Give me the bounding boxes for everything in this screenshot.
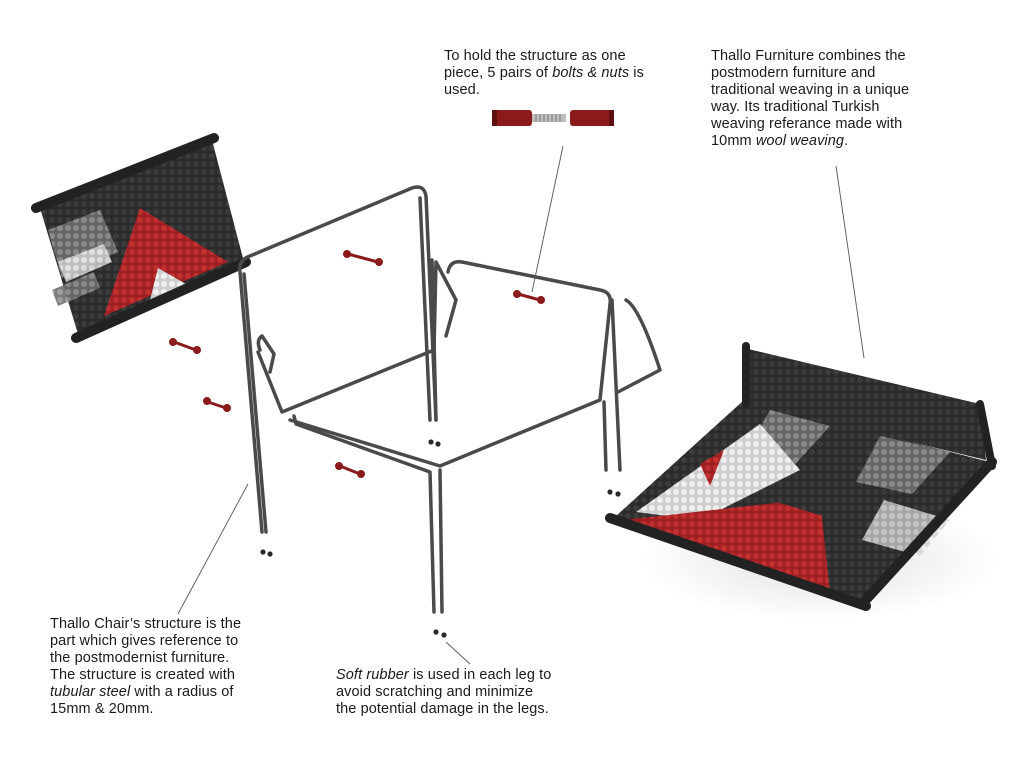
callout-text: with a radius of [130,684,234,700]
bolt-icon [343,250,383,266]
seat-frame-tubing [256,258,662,614]
callout-text: The structure is created with [50,667,236,683]
callout-text: To hold the structure as one [444,48,626,64]
backrest-weave-panel [31,133,251,343]
callout-text: way. Its traditional Turkish [711,99,880,115]
callout-text: part which gives reference to [50,633,239,649]
callout-text: the postmodernist furniture. [50,650,230,666]
callout-soft-rubber: Soft rubber is used in each leg to avoid… [336,667,551,718]
bolt-icon [203,397,231,412]
callout-text: 10mm [711,133,756,149]
rubber-foot [260,549,266,555]
callout-text: postmodern furniture and [711,65,876,81]
callout-chair-structure: Thallo Chair’s structure is the part whi… [50,616,241,718]
callout-text: is used in each leg to [408,667,552,683]
callout-text: 15mm & 20mm. [50,701,154,717]
callout-text: traditional weaving in a unique [711,82,910,98]
bolt-icon [513,290,545,304]
bolt-icon [335,462,365,478]
leader-line-bolts [531,145,564,293]
rubber-feet [260,439,621,638]
callout-text: Thallo Chair’s structure is the [50,616,242,632]
rubber-foot [615,491,621,497]
callout-text: Thallo Furniture combines the [711,48,906,64]
bolt-nut-detail [492,110,614,126]
callout-text: weaving referance made with [711,116,903,132]
callout-emphasis: Soft rubber [336,667,409,683]
leader-line-structure [177,483,249,615]
bolt-icon [169,338,201,354]
rubber-foot [435,441,441,447]
callout-emphasis: wool weaving [755,133,845,149]
leader-line-furniture [835,165,865,359]
callout-emphasis: bolts & nuts [552,65,630,81]
callout-text: the potential damage in the legs. [336,701,549,717]
callout-text: . [844,133,849,149]
loose-bolts [169,250,545,478]
rubber-foot [441,632,447,638]
callout-text: avoid scratching and minimize [336,684,534,700]
rubber-foot [433,629,439,635]
rubber-foot [267,551,273,557]
seat-weave-panel [605,342,1000,620]
rubber-foot [607,489,613,495]
callout-emphasis: tubular steel [50,684,131,700]
callout-thallo-furniture: Thallo Furniture combines the postmodern… [711,48,909,150]
leader-line-rubber [445,641,471,665]
leader-lines [177,145,865,665]
back-frame-tubing [237,185,438,534]
callout-bolts-nuts: To hold the structure as one piece, 5 pa… [444,48,644,99]
rubber-foot [428,439,434,445]
callout-text: used. [444,82,480,98]
callout-text: piece, 5 pairs of [444,65,553,81]
callout-text: is [629,65,644,81]
